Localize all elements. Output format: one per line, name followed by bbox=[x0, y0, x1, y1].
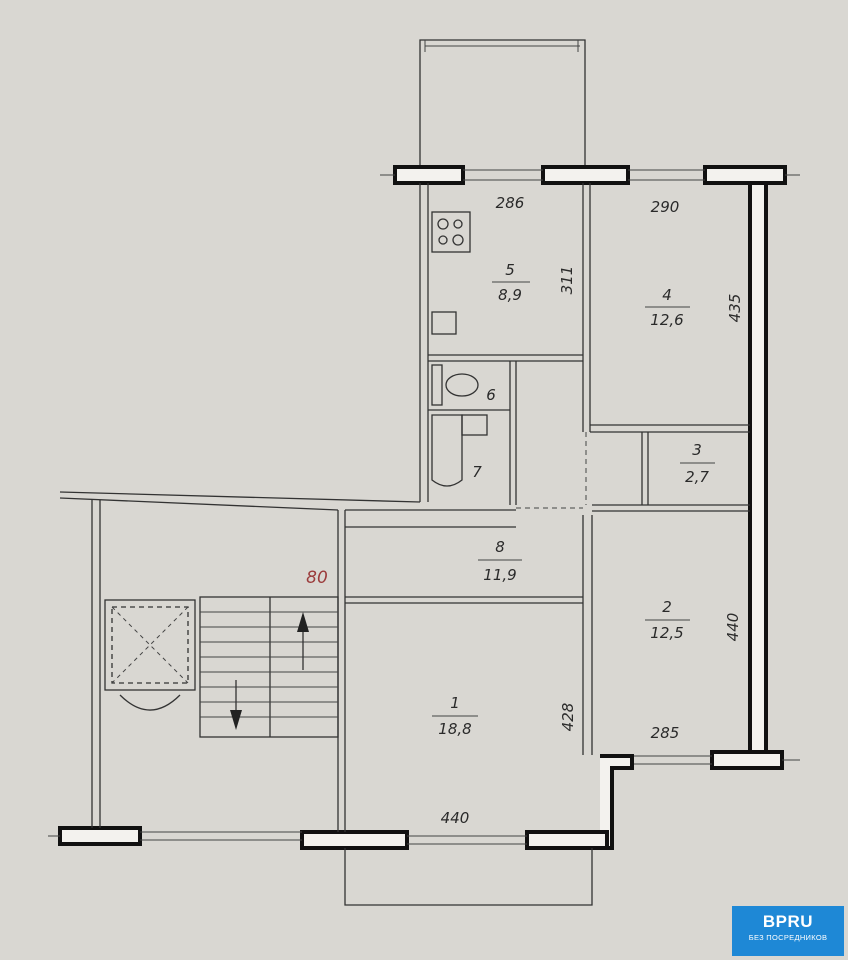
room-4-number: 4 bbox=[662, 286, 672, 304]
stairs-icon bbox=[199, 596, 339, 738]
toilet-icon bbox=[431, 364, 479, 406]
room-2-number: 2 bbox=[662, 598, 672, 616]
dimension-435: 435 bbox=[726, 294, 744, 323]
elevator-shaft-icon bbox=[104, 599, 196, 711]
room-8-area: 11,9 bbox=[483, 566, 516, 584]
watermark-tagline: БЕЗ ПОСРЕДНИКОВ bbox=[748, 933, 828, 942]
top-balcony bbox=[419, 39, 586, 170]
dimension-311: 311 bbox=[558, 266, 576, 295]
dimension-285: 285 bbox=[651, 724, 680, 742]
dimension-440-bottom: 440 bbox=[441, 809, 470, 827]
sink-icon bbox=[431, 311, 457, 335]
dimension-286: 286 bbox=[496, 194, 525, 212]
room-4-area: 12,6 bbox=[650, 311, 683, 329]
dimension-290: 290 bbox=[651, 198, 680, 216]
bottom-right-wall bbox=[600, 750, 800, 850]
room-5-area: 8,9 bbox=[498, 286, 522, 304]
right-exterior-wall bbox=[748, 181, 768, 755]
room-2-area: 12,5 bbox=[650, 624, 683, 642]
room-1-number: 1 bbox=[450, 694, 460, 712]
dimension-428: 428 bbox=[559, 703, 577, 732]
watermark-brand: BPRU bbox=[762, 912, 814, 931]
dimension-440-right: 440 bbox=[724, 613, 742, 642]
room-1-area: 18,8 bbox=[438, 720, 471, 738]
watermark-logo: BPRU БЕЗ ПОСРЕДНИКОВ bbox=[732, 906, 844, 956]
top-exterior-wall bbox=[380, 165, 800, 185]
room-3-number: 3 bbox=[692, 441, 702, 459]
stove-icon bbox=[431, 211, 471, 253]
room-5-number: 5 bbox=[505, 261, 515, 279]
bathtub-icon bbox=[431, 414, 488, 487]
room-3-area: 2,7 bbox=[685, 468, 709, 486]
room-7-number: 7 bbox=[472, 463, 482, 481]
interior-walls bbox=[59, 183, 750, 832]
room-8-number: 8 bbox=[495, 538, 505, 556]
room-6-number: 6 bbox=[486, 386, 496, 404]
red-annotation: 80 bbox=[306, 568, 328, 588]
bottom-exterior-wall bbox=[48, 826, 609, 906]
